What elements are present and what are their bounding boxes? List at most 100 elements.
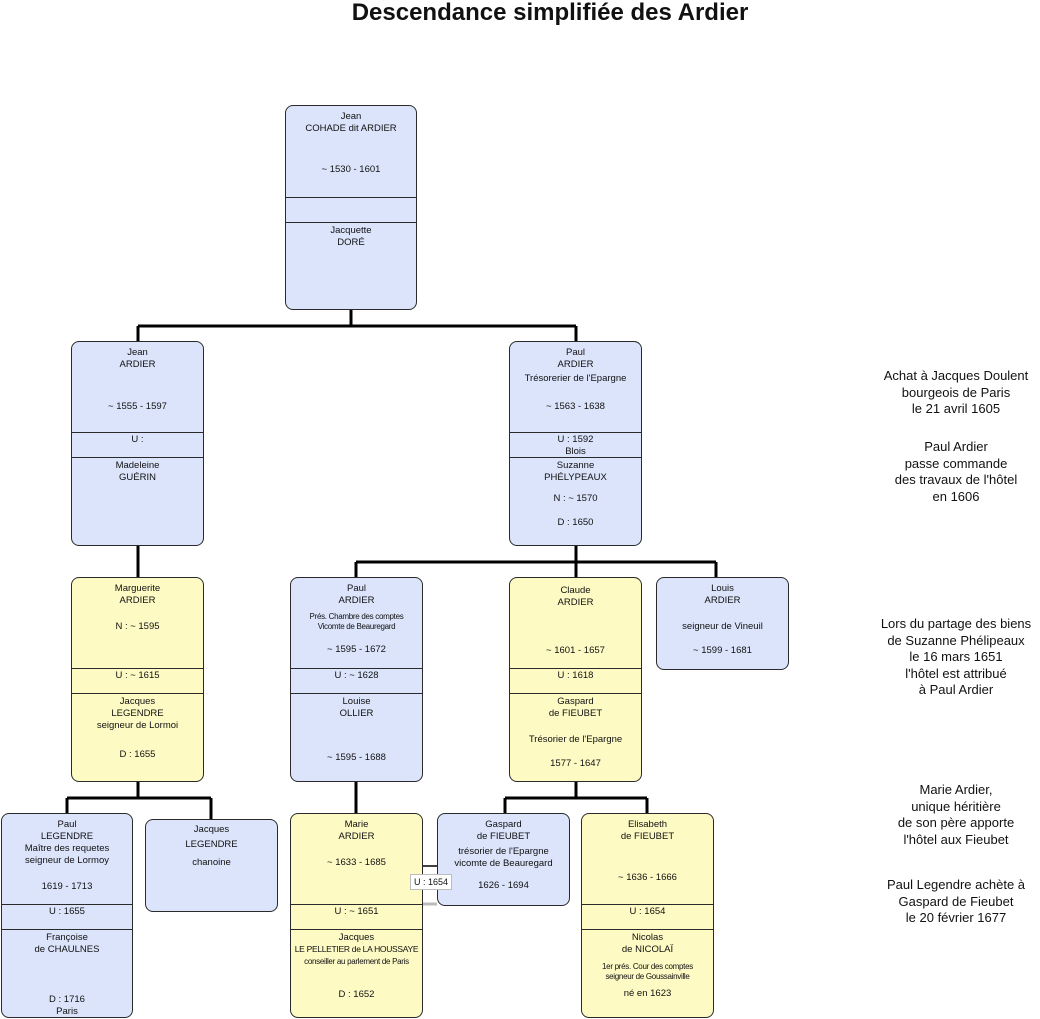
- note-line: Lors du partage des biens: [880, 616, 1032, 631]
- last-name: de FIEUBET: [620, 831, 675, 842]
- spouse-dates: 1577 - 1647: [550, 758, 601, 769]
- role-2: vicomte de Beauregard: [454, 858, 553, 869]
- union: U : ~ 1651: [334, 906, 379, 917]
- spouse-death: D : 1655: [119, 749, 156, 760]
- union: U : 1655: [49, 906, 85, 917]
- person-box-jean-cohade: Jean COHADE dit ARDIER ~ 1530 - 1601 Jac…: [285, 105, 417, 310]
- spouse-death: D : 1716: [49, 994, 85, 1005]
- life-dates: 1626 - 1694: [478, 880, 529, 891]
- union: U : 1654: [629, 906, 666, 917]
- note-line: le 16 mars 1651: [909, 649, 1003, 664]
- note-line: Achat à Jacques Doulent: [883, 368, 1029, 383]
- note-line: en 1606: [932, 488, 980, 504]
- role-1: Maître des requetes: [24, 843, 110, 854]
- spouse-role: conseiller au parlement de Paris: [304, 957, 409, 966]
- diagram-title: Descendance simplifiée des Ardier: [351, 0, 749, 26]
- union: U : 1592: [557, 434, 594, 445]
- life-dates: ~ 1555 - 1597: [108, 401, 167, 412]
- first-name: Claude: [560, 585, 591, 596]
- spouse-last-name: LE PELLETIER de LA HOUSSAYE: [294, 944, 419, 954]
- note-achat: Achat à Jacques Doulent bourgeois de Par…: [872, 368, 1040, 418]
- note-line: des travaux de l'hôtel: [894, 472, 1018, 487]
- spouse-last-name: LEGENDRE: [111, 708, 164, 719]
- note-line: passe commande: [904, 455, 1008, 471]
- first-name: Jean: [340, 111, 362, 122]
- spouse-role: Trésorier de l'Epargne: [528, 734, 623, 745]
- spouse-last-name: de CHAULNES: [34, 944, 100, 955]
- person-box-paul-legendre: Paul LEGENDRE Maître des requetes seigne…: [1, 813, 133, 1018]
- last-name: ARDIER: [338, 595, 375, 606]
- life-dates: 1619 - 1713: [41, 881, 93, 892]
- spouse-last-name: GUÉRIN: [119, 472, 156, 483]
- role-1: trésorier de l'Epargne: [458, 846, 549, 857]
- spouse-death: D : 1652: [338, 989, 375, 1000]
- spouse-role-2: seigneur de Goussainville: [605, 972, 690, 981]
- spouse-first-name: Louise: [342, 696, 371, 707]
- note-line: Paul Ardier: [924, 439, 988, 454]
- note-line: le 20 février 1677: [905, 910, 1007, 925]
- first-name: Elisabeth: [627, 819, 668, 830]
- note-line: Gaspard de Fieubet: [898, 893, 1014, 909]
- life-dates: ~ 1595 - 1672: [327, 644, 386, 655]
- person-box-jean-ardier: Jean ARDIER ~ 1555 - 1597 U : Madeleine …: [71, 341, 204, 546]
- first-name: Gaspard: [485, 819, 522, 830]
- note-line: Marie Ardier,: [919, 782, 993, 797]
- note-commande: Paul Ardier passe commande des travaux d…: [872, 439, 1040, 505]
- link-jean-cohade-children: [136, 310, 578, 341]
- first-name: Paul: [57, 819, 77, 830]
- last-name: ARDIER: [119, 595, 156, 606]
- link-marguerite-children: [65, 782, 213, 819]
- spouse-last-name: OLLIER: [339, 708, 374, 719]
- first-name: Jean: [127, 347, 148, 358]
- role: chanoine: [192, 857, 231, 868]
- spouse-first-name: Nicolas: [631, 932, 664, 943]
- spouse-first-name: Gaspard: [557, 696, 594, 707]
- person-box-paul-ardier-1563: Paul ARDIER Trésorerier de l'Epargne ~ 1…: [509, 341, 642, 546]
- union-place: Blois: [565, 446, 586, 457]
- note-line: unique héritière: [911, 798, 1001, 814]
- life-dates: ~ 1636 - 1666: [618, 872, 677, 883]
- spouse-first-name: Suzanne: [556, 460, 595, 471]
- last-name: ARDIER: [557, 597, 594, 608]
- life-dates: ~ 1599 - 1681: [693, 645, 752, 656]
- note-line: le 21 avril 1605: [911, 401, 1001, 416]
- spouse-first-name: Madeleine: [115, 460, 160, 471]
- link-claude-children: [503, 782, 649, 813]
- note-line: l'hôtel aux Fieubet: [903, 831, 1009, 847]
- title: seigneur de Vineuil: [682, 621, 763, 632]
- last-name: LEGENDRE: [185, 839, 238, 850]
- spouse-last-name: PHÉLYPEAUX: [544, 472, 607, 483]
- note-line: de son père apporte: [897, 815, 1015, 830]
- life-dates: ~ 1563 - 1638: [546, 401, 605, 412]
- spouse-first-name: Jacques: [338, 932, 375, 943]
- note-line: l'hôtel est attribué: [905, 665, 1007, 681]
- spouse-last-name: de NICOLAÏ: [621, 944, 674, 955]
- last-name: ARDIER: [338, 831, 375, 842]
- person-box-louis-ardier: Louis ARDIER seigneur de Vineuil ~ 1599 …: [656, 577, 789, 670]
- spouse-last-name: de FIEUBET: [548, 708, 603, 719]
- spouse-last-name: DORÉ: [337, 237, 365, 248]
- spouse-first-name: Jacquette: [330, 225, 372, 236]
- note-line: bourgeois de Paris: [901, 384, 1011, 400]
- life-dates: ~ 1530 - 1601: [321, 164, 381, 175]
- spouse-dates: ~ 1595 - 1688: [327, 752, 386, 763]
- last-name: de FIEUBET: [476, 831, 531, 842]
- union: U :: [131, 434, 144, 445]
- last-name: ARDIER: [704, 595, 741, 606]
- person-box-marie-ardier: Marie ARDIER ~ 1633 - 1685 U : ~ 1651 Ja…: [290, 813, 423, 1018]
- role: Trésorerier de l'Epargne: [524, 373, 627, 384]
- marriage-tag-marie-gaspard: U : 1654: [410, 874, 452, 890]
- union: U : 1618: [557, 670, 594, 681]
- union-row: [286, 197, 416, 223]
- note-vente: Paul Legendre achète à Gaspard de Fieube…: [872, 877, 1040, 927]
- person-box-claude-ardier: Claude ARDIER ~ 1601 - 1657 U : 1618 Gas…: [509, 577, 642, 782]
- spouse-death: D : 1650: [557, 517, 594, 528]
- first-name: Paul: [565, 347, 585, 358]
- person-box-elisabeth-fieubet: Elisabeth de FIEUBET ~ 1636 - 1666 U : 1…: [581, 813, 714, 1018]
- person-box-marguerite-ardier: Marguerite ARDIER N : ~ 1595 U : ~ 1615 …: [71, 577, 204, 782]
- last-name: ARDIER: [557, 359, 594, 370]
- spouse-birth: N : ~ 1570: [553, 493, 598, 504]
- union: U : ~ 1628: [334, 670, 379, 681]
- link-paul-ardier-children: [354, 546, 718, 577]
